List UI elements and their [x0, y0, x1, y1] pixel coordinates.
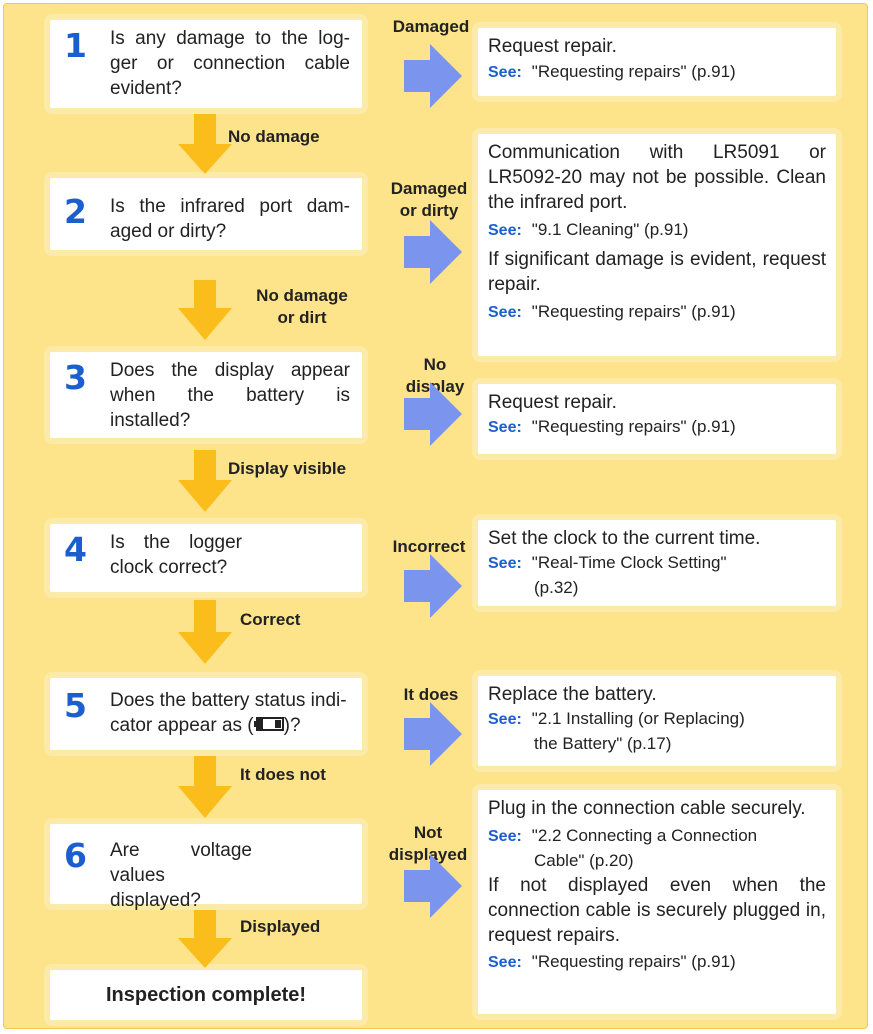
reference-link[interactable]: "Requesting repairs" (p.91) — [531, 302, 736, 321]
action-text: Request repair. — [488, 36, 617, 57]
step-question: Is any damage to the log-ger or connecti… — [110, 28, 350, 99]
down-arrow-icon — [178, 910, 232, 968]
step-question-line: Does the battery status indi- — [110, 690, 347, 711]
step-question: Are voltage values displayed? — [110, 840, 252, 911]
action-box-1: Request repair. See: "Requesting repairs"… — [472, 22, 842, 102]
branch-label: Not displayed — [388, 823, 468, 864]
step-question: Is the infrared port dam-aged or dirty? — [110, 196, 350, 242]
see-label: See: — [488, 222, 522, 239]
step-question: Is the logger clock correct? — [110, 532, 242, 578]
step-question: Does the battery status indi- cator appe… — [110, 688, 350, 738]
inspection-complete-box: Inspection complete! — [44, 964, 368, 1026]
right-arrow-icon — [404, 854, 462, 918]
see-label: See: — [488, 954, 522, 971]
reference-link[interactable]: "Real-Time Clock Setting" — [531, 553, 727, 572]
branch-label: It does — [403, 685, 459, 704]
down-arrow-icon — [178, 450, 232, 512]
step-number: 6 — [64, 836, 87, 875]
action-text: Set the clock to the current time. — [488, 528, 761, 549]
right-arrow-icon — [404, 702, 462, 766]
next-label: No damage — [228, 127, 320, 146]
step-question-line: cator appear as ( — [110, 715, 254, 736]
action-box-3: Request repair. See: "Requesting repairs"… — [472, 378, 842, 460]
reference-link[interactable]: "2.1 Installing (or Replacing) — [531, 709, 745, 728]
action-text: If not displayed even when the connectio… — [488, 875, 826, 946]
step-number: 2 — [64, 192, 87, 231]
step-question-line: )? — [283, 715, 301, 736]
action-box-4: Set the clock to the current time. See: "… — [472, 514, 842, 612]
step-number: 5 — [64, 686, 87, 725]
step-number: 4 — [64, 530, 87, 569]
see-label: See: — [488, 64, 522, 81]
action-box-5: Replace the battery. See: "2.1 Installing… — [472, 670, 842, 772]
branch-label: Damaged or dirty — [390, 179, 468, 220]
action-text: Plug in the connection cable securely. — [488, 798, 806, 819]
branch-label: Damaged — [392, 17, 470, 36]
reference-link[interactable]: "2.2 Connecting a Connection — [531, 826, 758, 845]
branch-label: No display — [405, 355, 465, 396]
battery-low-icon — [253, 713, 284, 738]
step-4-box: 4 Is the logger clock correct? — [44, 518, 368, 598]
step-number: 1 — [64, 26, 87, 65]
step-1-box: 1 Is any damage to the log-ger or connec… — [44, 14, 368, 114]
down-arrow-icon — [178, 756, 232, 818]
step-3-box: 3 Does the display appear when the batte… — [44, 346, 368, 444]
down-arrow-icon — [178, 600, 232, 664]
reference-link[interactable]: "Requesting repairs" (p.91) — [531, 952, 736, 971]
right-arrow-icon — [404, 44, 462, 108]
see-label: See: — [488, 828, 522, 845]
reference-page: (p.32) — [534, 578, 579, 597]
action-box-6: Plug in the connection cable securely. S… — [472, 784, 842, 1020]
next-label: Displayed — [240, 917, 321, 936]
branch-label: Incorrect — [392, 537, 466, 556]
action-text: Request repair. — [488, 392, 617, 413]
next-label: It does not — [240, 765, 326, 784]
right-arrow-icon — [404, 554, 462, 618]
down-arrow-icon — [178, 280, 232, 340]
down-arrow-icon — [178, 114, 232, 174]
next-label: Display visible — [228, 459, 347, 478]
reference-link[interactable]: "9.1 Cleaning" (p.91) — [531, 220, 689, 239]
step-6-box: 6 Are voltage values displayed? — [44, 818, 368, 911]
reference-page: Cable" (p.20) — [534, 851, 634, 870]
step-number: 3 — [64, 358, 87, 397]
action-text: Communication with LR5091 or LR5092-20 m… — [488, 142, 826, 213]
step-5-box: 5 Does the battery status indi- cator ap… — [44, 672, 368, 756]
right-arrow-icon — [404, 220, 462, 284]
right-arrow-icon — [404, 382, 462, 446]
reference-page: the Battery" (p.17) — [534, 734, 672, 753]
reference-link[interactable]: "Requesting repairs" (p.91) — [531, 62, 736, 81]
step-question: Does the display appear when the battery… — [110, 360, 350, 431]
see-label: See: — [488, 304, 522, 321]
action-text: If significant damage is evident, reques… — [488, 249, 826, 295]
action-box-2: Communication with LR5091 or LR5092-20 m… — [472, 128, 842, 362]
see-label: See: — [488, 419, 522, 436]
step-2-box: 2 Is the infrared port dam-aged or dirty… — [44, 172, 368, 256]
next-label: No damage or dirt — [256, 286, 348, 327]
see-label: See: — [488, 711, 522, 728]
next-label: Correct — [240, 610, 301, 629]
see-label: See: — [488, 555, 522, 572]
action-text: Replace the battery. — [488, 684, 657, 705]
reference-link[interactable]: "Requesting repairs" (p.91) — [531, 417, 736, 436]
